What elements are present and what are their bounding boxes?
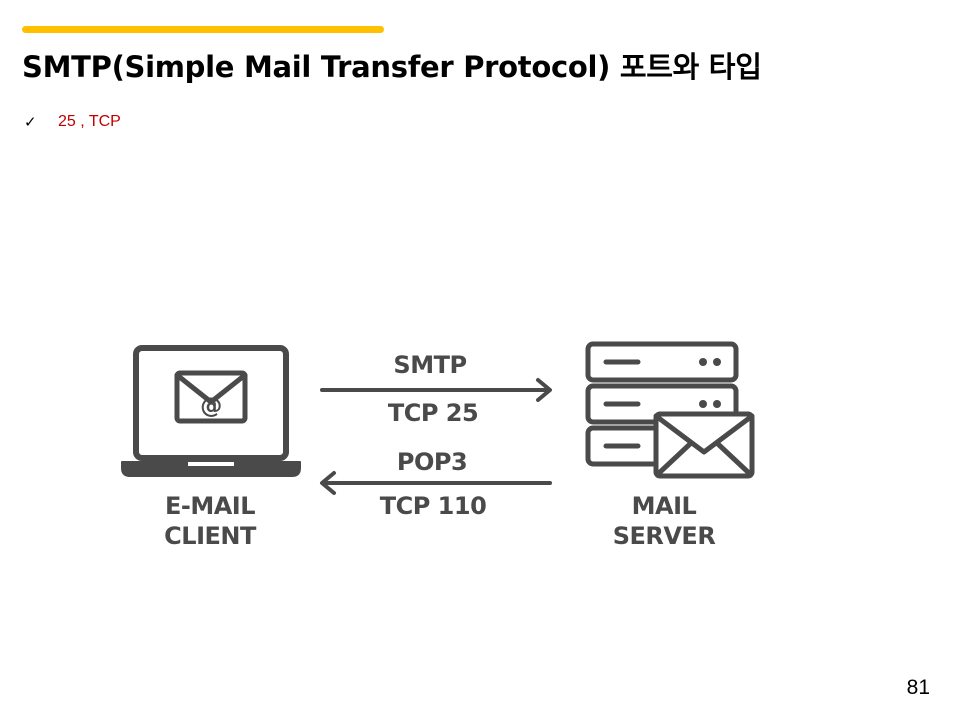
arrow-right-icon [320, 378, 552, 402]
title-accent-bar [22, 26, 384, 33]
slide-title: SMTP(Simple Mail Transfer Protocol) 포트와 … [22, 50, 762, 84]
arrow-left-icon [320, 471, 552, 495]
send-port-label: TCP 25 [388, 399, 478, 427]
at-sign-icon: @ [200, 394, 222, 419]
client-label-line-1: E-MAIL [165, 492, 255, 520]
receive-port-label: TCP 110 [380, 492, 487, 520]
page-number: 81 [906, 676, 930, 699]
client-label-line-2: CLIENT [164, 522, 257, 550]
send-protocol-label: SMTP [393, 351, 466, 379]
laptop-email-icon: @ [121, 345, 301, 477]
server-envelope-icon [585, 341, 755, 479]
check-icon: ✓ [24, 114, 37, 131]
bullet-text: 25 , TCP [58, 113, 121, 130]
server-label-line-1: MAIL [632, 492, 697, 520]
server-label-line-2: SERVER [613, 522, 716, 550]
bullet-item: ✓ 25 , TCP [24, 113, 121, 131]
receive-protocol-label: POP3 [397, 448, 467, 476]
